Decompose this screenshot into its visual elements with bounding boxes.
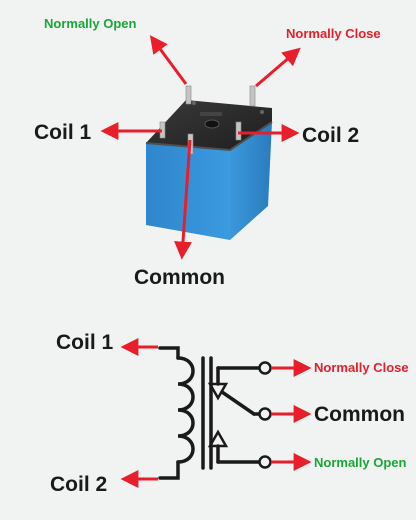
armature [220,390,256,416]
relay-front-face [146,143,230,240]
schematic-label-normally-close: Normally Close [314,360,409,375]
contact-no-triangle [207,429,229,448]
schematic-arrows [120,338,312,488]
contact-nc-triangle [207,382,229,401]
relay-top-rim [145,121,273,152]
photo-label-coil1: Coil 1 [34,121,91,144]
coil-lead-top [158,346,180,360]
arrow-normally-open [149,35,188,85]
terminal-common [258,407,272,421]
coil-lead-bottom [158,460,180,480]
pin-normally-open [185,85,192,105]
relay-body [145,100,273,240]
photo-label-normally-open: Normally Open [44,16,137,31]
arrow-normally-close [255,47,301,88]
pin-coil2 [235,121,242,141]
relay-top-hole [204,119,220,129]
schematic-label-coil2: Coil 2 [50,473,107,496]
relay-top-dot [260,110,264,114]
coil-winding [176,356,195,464]
terminal-normally-close [258,361,272,375]
relay-top-dot [192,101,196,105]
terminal-normally-open [258,455,272,469]
photo-label-common: Common [134,266,225,289]
relay-top-notch [200,112,222,116]
schematic [158,346,262,480]
arrow-common [174,139,192,260]
pin-normally-close [249,85,256,107]
photo-label-coil2: Coil 2 [302,124,359,147]
relay-side-face [230,122,272,240]
schematic-label-normally-open: Normally Open [314,455,407,470]
photo-label-normally-close: Normally Close [286,26,381,41]
schematic-label-common: Common [314,403,405,426]
schematic-label-coil1: Coil 1 [56,331,113,354]
photo-arrows [100,35,301,260]
